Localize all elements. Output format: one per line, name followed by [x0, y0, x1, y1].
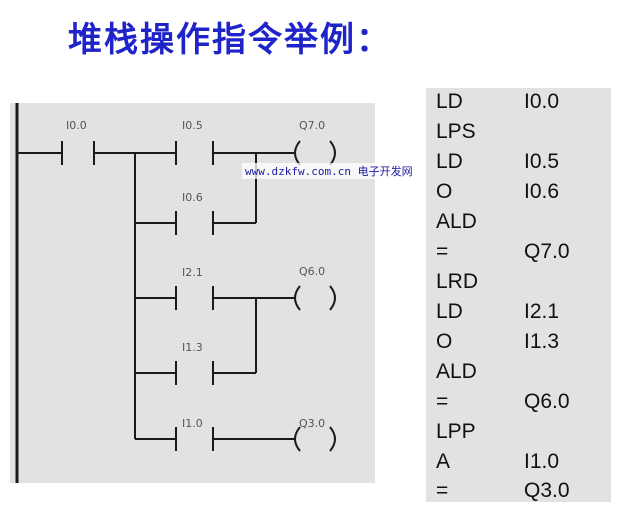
instruction-op: A [436, 450, 451, 473]
instruction-list: LD I0.0 LPS LD I0.5 O I0.6 ALD = Q7.0 LR… [426, 88, 611, 502]
instruction-operand: Q7.0 [524, 240, 570, 263]
instruction-row: LD I2.1 [426, 298, 611, 328]
instruction-row: ALD [426, 208, 611, 238]
instruction-operand: I0.5 [524, 150, 560, 173]
contact-label-i1-0: I1.0 [182, 417, 203, 430]
instruction-operand: I0.0 [524, 90, 560, 113]
coil-q6-0-right [329, 285, 336, 311]
watermark: www.dzkfw.com.cn 电子开发网 [242, 163, 416, 179]
instruction-row: = Q6.0 [426, 388, 611, 418]
instruction-op: LD [436, 90, 463, 113]
instruction-operand: I0.6 [524, 180, 560, 203]
instruction-op: = [436, 479, 449, 502]
instruction-row: ALD [426, 358, 611, 388]
instruction-row: LPS [426, 118, 611, 148]
instruction-operand: I1.3 [524, 330, 560, 353]
instruction-row: = Q7.0 [426, 238, 611, 268]
instruction-op: LPP [436, 420, 476, 443]
instruction-op: LD [436, 300, 463, 323]
contact-label-i0-5: I0.5 [182, 119, 203, 132]
contact-label-i1-3: I1.3 [182, 341, 203, 354]
instruction-operand: I2.1 [524, 300, 560, 323]
instruction-op: O [436, 330, 453, 353]
instruction-op: ALD [436, 210, 477, 233]
watermark-site: 电子开发网 [357, 165, 413, 178]
instruction-row: A I1.0 [426, 448, 611, 478]
coil-label-q6-0: Q6.0 [299, 265, 325, 278]
contact-label-i0-0: I0.0 [66, 119, 87, 132]
instruction-row: = Q3.0 [426, 477, 611, 507]
instruction-op: = [436, 390, 449, 413]
coil-label-q7-0: Q7.0 [299, 119, 325, 132]
coil-q7-0-right [329, 140, 336, 166]
watermark-url: www.dzkfw.com.cn [245, 165, 351, 178]
contact-label-i2-1: I2.1 [182, 266, 203, 279]
instruction-operand: Q3.0 [524, 479, 570, 502]
instruction-operand: Q6.0 [524, 390, 570, 413]
instruction-row: LD I0.0 [426, 88, 611, 118]
instruction-operand: I1.0 [524, 450, 560, 473]
instruction-row: LPP [426, 418, 611, 448]
instruction-row: O I1.3 [426, 328, 611, 358]
ladder-diagram-drawing: I0.0 I0.5 I0.6 I2.1 I1.3 I1.0 Q7.0 Q6.0 … [15, 103, 336, 483]
contact-label-i0-6: I0.6 [182, 191, 203, 204]
instruction-op: LPS [436, 120, 476, 143]
instruction-op: LD [436, 150, 463, 173]
coil-label-q3-0: Q3.0 [299, 417, 325, 430]
coil-q6-0-left [294, 285, 301, 311]
page-title: 堆栈操作指令举例： [68, 20, 392, 60]
coil-q3-0-right [329, 426, 336, 452]
instruction-row: LRD [426, 268, 611, 298]
instruction-op: O [436, 180, 453, 203]
instruction-row: LD I0.5 [426, 148, 611, 178]
ladder-diagram: I0.0 I0.5 I0.6 I2.1 I1.3 I1.0 Q7.0 Q6.0 … [10, 103, 375, 483]
coil-q7-0-left [294, 140, 301, 166]
coil-q3-0-left [294, 426, 301, 452]
instruction-op: = [436, 240, 449, 263]
instruction-row: O I0.6 [426, 178, 611, 208]
instruction-op: ALD [436, 360, 477, 383]
instruction-op: LRD [436, 270, 479, 293]
